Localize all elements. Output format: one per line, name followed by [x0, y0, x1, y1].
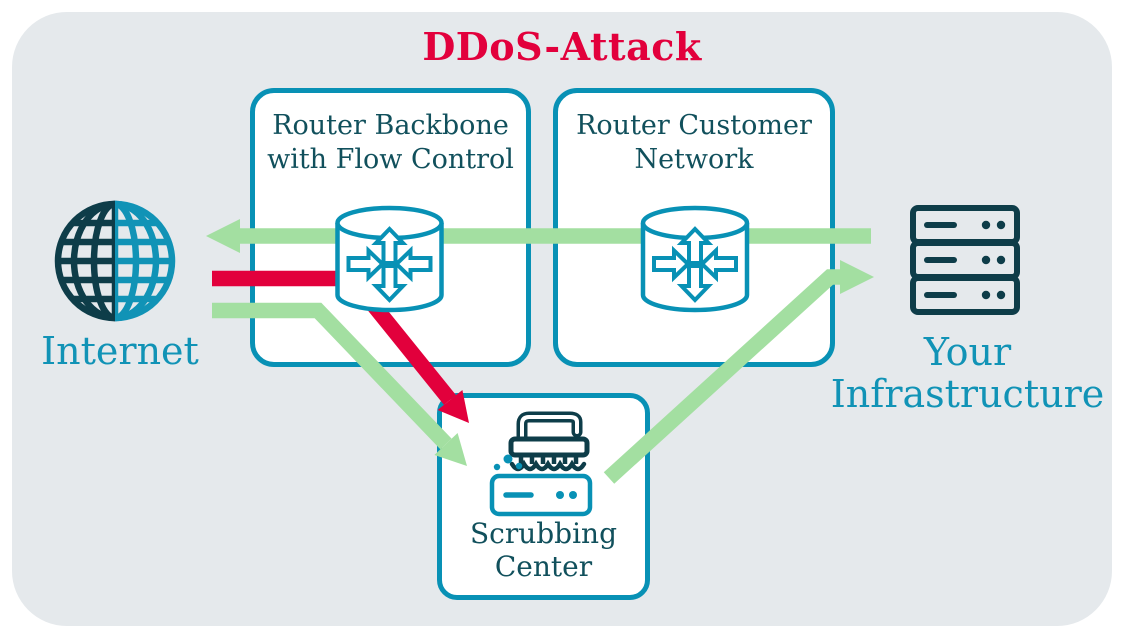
router-customer-label-line2: Network [634, 144, 754, 175]
node-router-backbone: Router Backbone with Flow Control [250, 88, 531, 367]
your-infrastructure-label-line2: Infrastructure [830, 372, 1105, 416]
internet-label: Internet [41, 329, 199, 373]
scrubbing-center-label: Scrubbing Center [442, 517, 645, 583]
scrubbing-center-label-line1: Scrubbing [469, 517, 618, 550]
your-infrastructure-label-line1: Your [923, 330, 1012, 374]
router-customer-label-line1: Router Customer [576, 110, 812, 141]
node-router-customer: Router Customer Network [553, 88, 835, 367]
router-customer-label: Router Customer Network [558, 109, 830, 177]
router-backbone-label: Router Backbone with Flow Control [255, 109, 526, 177]
router-backbone-label-line2: with Flow Control [267, 144, 514, 175]
scrubbing-center-label-line2: Center [494, 550, 593, 583]
router-backbone-label-line1: Router Backbone [272, 110, 509, 141]
node-scrubbing-center: Scrubbing Center [437, 393, 650, 600]
diagram-title: DDoS-Attack [422, 24, 702, 69]
your-infrastructure-label: Your Infrastructure [820, 331, 1115, 415]
